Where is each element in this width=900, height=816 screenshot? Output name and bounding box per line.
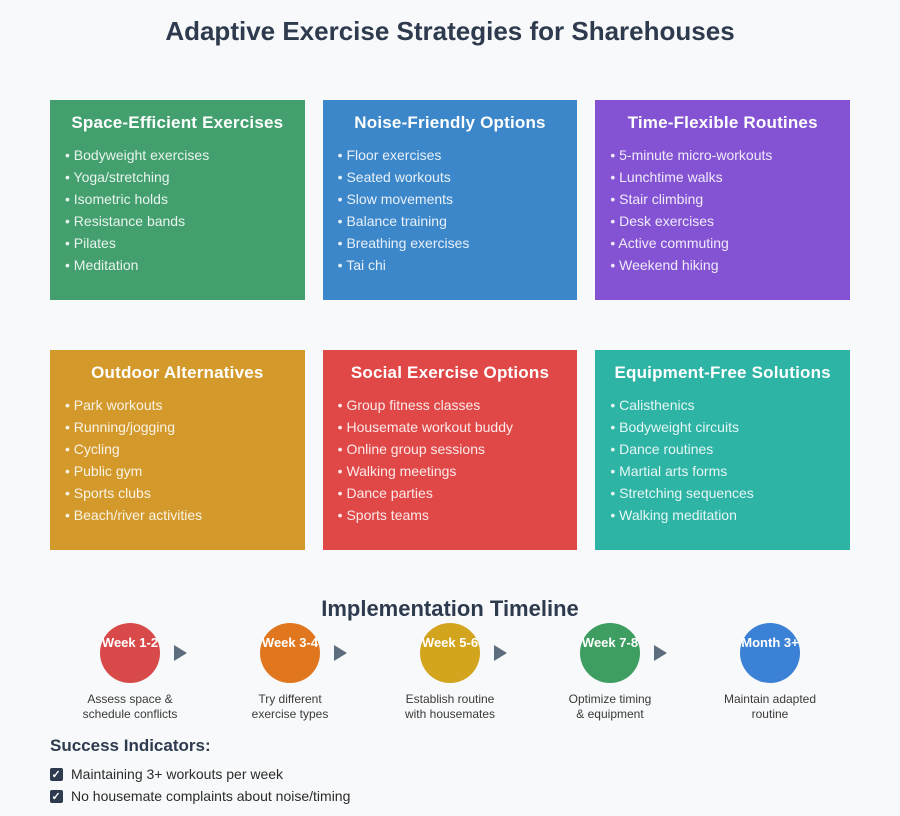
checked-checkbox-icon [50,789,63,805]
card-list-item: Weekend hiking [610,254,838,276]
card-list-item: Bodyweight circuits [610,416,838,438]
timeline-step-label: Week 1-2 [101,635,159,650]
checklist-item-label: Maintaining 3+ workouts per week [71,766,284,782]
timeline-step-circle: Week 3-4 [260,623,320,683]
arrow-right-icon [494,645,507,661]
card-list-item: Beach/river activities [65,504,293,526]
card-title: Time-Flexible Routines [627,113,818,132]
strategy-card: Noise-Friendly Options Floor exercises S… [322,100,578,300]
card-list-item: Isometric holds [65,188,293,210]
checked-checkbox-icon [50,767,63,783]
strategy-card: Space-Efficient Exercises Bodyweight exe… [50,100,305,300]
arrow-right-icon [174,645,187,661]
card-list-item: Floor exercises [338,144,566,166]
timeline-steps: Week 1-2 Assess space & schedule conflic… [50,623,850,722]
timeline-section: Implementation Timeline Week 1-2 Assess … [0,596,900,722]
card-list-item: Dance parties [338,482,566,504]
card-list-item: Housemate workout buddy [338,416,566,438]
checklist-item: Maintaining 3+ workouts per week [50,766,900,783]
card-list: Floor exercises Seated workouts Slow mov… [335,144,566,276]
card-list-item: Walking meetings [338,460,566,482]
success-heading: Success Indicators: [50,736,211,755]
card-list: 5-minute micro-workouts Lunchtime walks … [607,144,838,276]
timeline-step-description: Maintain adapted routine [723,692,817,721]
checklist-item: No housemate complaints about noise/timi… [50,788,900,805]
success-section: Success Indicators: Maintaining 3+ worko… [50,736,900,805]
card-title: Space-Efficient Exercises [71,113,284,132]
card-list: Park workouts Running/jogging Cycling Pu… [62,394,293,526]
timeline-step-circle: Month 3+ [740,623,800,683]
timeline-step-label: Month 3+ [741,635,799,650]
card-list-item: Dance routines [610,438,838,460]
card-list-item: Martial arts forms [610,460,838,482]
card-list: Bodyweight exercises Yoga/stretching Iso… [62,144,293,276]
card-list-item: Tai chi [338,254,566,276]
card-list-item: Resistance bands [65,210,293,232]
card-list-item: Cycling [65,438,293,460]
timeline-step: Week 1-2 Assess space & schedule conflic… [50,623,210,722]
timeline-step-circle: Week 1-2 [100,623,160,683]
card-list-item: Seated workouts [338,166,566,188]
card-title: Noise-Friendly Options [354,113,546,132]
card-list-item: Public gym [65,460,293,482]
timeline-heading: Implementation Timeline [321,596,579,621]
card-list: Group fitness classes Housemate workout … [335,394,566,526]
timeline-step-circle: Week 5-6 [420,623,480,683]
timeline-step-label: Week 5-6 [421,635,479,650]
timeline-step-label: Week 7-8 [581,635,639,650]
strategy-cards-grid: Space-Efficient Exercises Bodyweight exe… [50,100,850,550]
card-list-item: Calisthenics [610,394,838,416]
card-list-item: Walking meditation [610,504,838,526]
card-list-item: Park workouts [65,394,293,416]
timeline-step-description: Establish routine with housemates [404,692,496,721]
arrow-right-icon [334,645,347,661]
card-list-item: Bodyweight exercises [65,144,293,166]
arrow-right-icon [654,645,667,661]
card-list: Calisthenics Bodyweight circuits Dance r… [607,394,838,526]
card-list-item: Active commuting [610,232,838,254]
card-list-item: Breathing exercises [338,232,566,254]
timeline-step: Week 7-8 Optimize timing & equipment [530,623,690,722]
timeline-step-label: Week 3-4 [261,635,319,650]
card-list-item: Sports clubs [65,482,293,504]
timeline-step: Week 5-6 Establish routine with housemat… [370,623,530,722]
strategy-card: Time-Flexible Routines 5-minute micro-wo… [595,100,850,300]
timeline-step: Week 3-4 Try different exercise types [210,623,370,722]
card-list-item: Stretching sequences [610,482,838,504]
success-checklist: Maintaining 3+ workouts per week No hous… [50,766,900,805]
strategy-card: Outdoor Alternatives Park workouts Runni… [50,350,305,550]
card-list-item: Lunchtime walks [610,166,838,188]
strategy-card: Social Exercise Options Group fitness cl… [322,350,578,550]
timeline-step-description: Assess space & schedule conflicts [82,692,178,721]
card-list-item: Slow movements [338,188,566,210]
card-list-item: Desk exercises [610,210,838,232]
card-list-item: 5-minute micro-workouts [610,144,838,166]
card-title: Outdoor Alternatives [91,363,264,382]
card-title: Equipment-Free Solutions [614,363,831,382]
timeline-step-description: Try different exercise types [251,692,329,721]
checklist-item-label: No housemate complaints about noise/timi… [71,788,351,804]
card-list-item: Balance training [338,210,566,232]
card-list-item: Stair climbing [610,188,838,210]
card-list-item: Sports teams [338,504,566,526]
card-list-item: Group fitness classes [338,394,566,416]
card-list-item: Pilates [65,232,293,254]
card-list-item: Meditation [65,254,293,276]
timeline-step-circle: Week 7-8 [580,623,640,683]
timeline-step: Month 3+ Maintain adapted routine [690,623,850,722]
card-list-item: Running/jogging [65,416,293,438]
timeline-step-description: Optimize timing & equipment [568,692,652,721]
card-list-item: Yoga/stretching [65,166,293,188]
card-title: Social Exercise Options [350,363,550,382]
card-list-item: Online group sessions [338,438,566,460]
strategy-card: Equipment-Free Solutions Calisthenics Bo… [595,350,850,550]
page-title: Adaptive Exercise Strategies for Shareho… [165,16,735,46]
